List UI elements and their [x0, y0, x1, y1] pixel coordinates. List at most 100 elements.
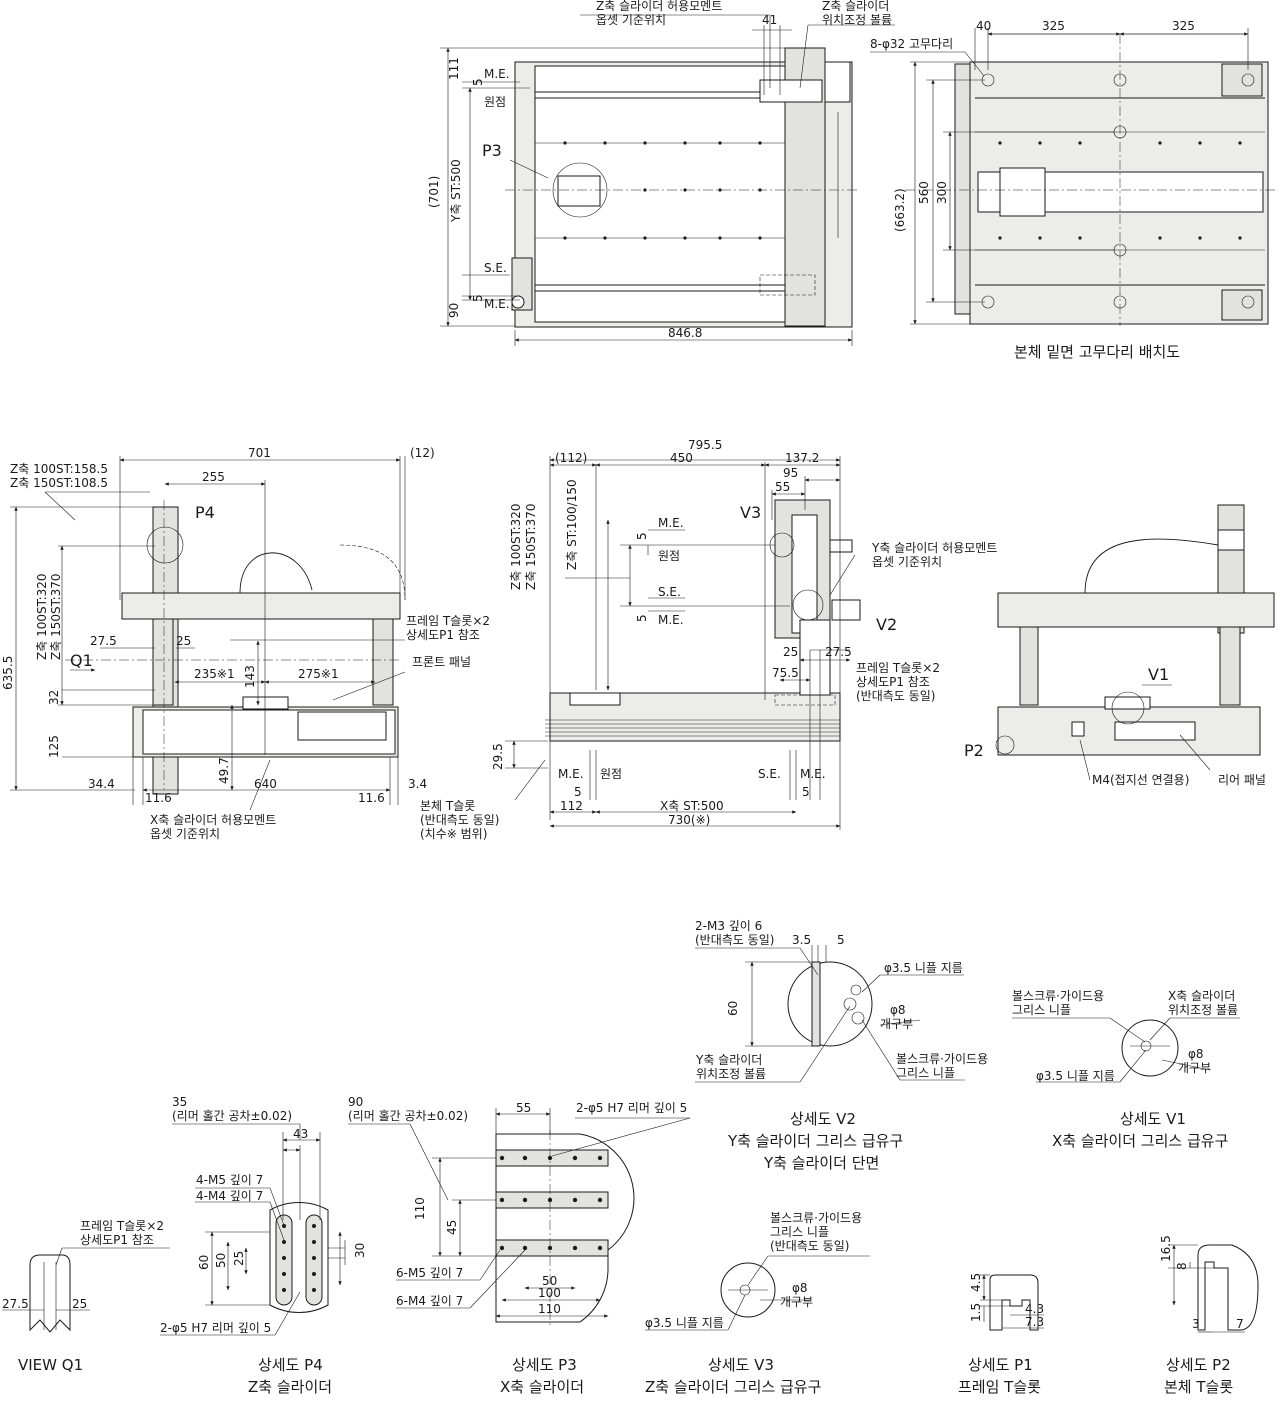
v2-caption-2: Y축 슬라이더 그리스 급유구 [727, 1132, 903, 1150]
dim-7955: 795.5 [688, 438, 722, 452]
dim-25: 25 [176, 634, 191, 648]
se-label: S.E. [484, 261, 507, 275]
zst-370-mid: Z축 150ST:370 [524, 503, 538, 590]
p4-dim-35: 35 [172, 1095, 187, 1109]
mid-frame-tslot-3: (반대측도 동일) [856, 689, 935, 703]
dim-755: 75.5 [772, 666, 799, 680]
v1-marker: V1 [1148, 665, 1169, 684]
p3-dim-45: 45 [445, 1220, 459, 1235]
dim-55: 55 [775, 480, 790, 494]
v1-grease-1: 볼스크류·가이드용 [1012, 989, 1104, 1003]
z-adjust-bolt-label-2: 위치조정 볼륨 [822, 13, 892, 27]
v2-adjust-1: Y축 슬라이더 [695, 1053, 762, 1067]
dim-5a: 5 [471, 78, 485, 86]
dim-701: (701) [427, 176, 441, 208]
p3-tol: (리머 홀간 공차±0.02) [348, 1109, 468, 1123]
y-st-label: Y축 ST:500 [449, 159, 463, 223]
v2-adjust-2: 위치조정 볼륨 [696, 1067, 766, 1081]
z100-label: Z축 100ST:158.5 [10, 462, 108, 476]
dim-32: 32 [47, 690, 61, 705]
top-view-holes [563, 141, 762, 240]
q1-caption: VIEW Q1 [18, 1356, 83, 1374]
v1-adjust-1: X축 슬라이더 [1168, 989, 1235, 1003]
dim-450: 450 [670, 451, 693, 465]
mid-base-fins [545, 719, 840, 737]
me-bl: M.E. [558, 767, 584, 781]
v1-detail-circle [1111, 691, 1145, 725]
p3-detail-circle [552, 162, 608, 218]
me-bottom-label: M.E. [484, 297, 510, 311]
p4-dim-30: 30 [353, 1243, 367, 1258]
p2-marker: P2 [964, 741, 984, 760]
dim-295: 29.5 [491, 743, 505, 770]
p3-reamer: 2-φ5 H7 리머 깊이 5 [576, 1101, 687, 1115]
detail-p4: 35 (리머 홀간 공차±0.02) 43 4-M5 깊이 7 4-M4 깊이 … [160, 1095, 367, 1396]
p1-dim-73: 7.3 [1025, 1315, 1044, 1329]
dim-34: 3.4 [408, 777, 427, 791]
dim-112b: 112 [560, 799, 583, 813]
dim-640: 640 [254, 777, 277, 791]
dim-635: 635.5 [1, 656, 15, 690]
p3-dim-50: 50 [542, 1274, 557, 1288]
bottom-view: 40 325 325 8-φ32 고무다리 (663.2) 560 300 본체… [870, 19, 1276, 361]
p3-dim-110v: 110 [413, 1197, 427, 1220]
frame-tslot-label-1: 프레임 T슬롯×2 [406, 614, 490, 628]
p3-marker: P3 [482, 141, 502, 160]
q1-dim-275: 27.5 [2, 1297, 29, 1311]
dim-730: 730(※) [668, 813, 710, 827]
p4-marker: P4 [195, 503, 215, 522]
rear-panel-label: 리어 패널 [1218, 773, 1266, 787]
dim-275b: 275※1 [298, 667, 339, 681]
rubber-feet-label: 8-φ32 고무다리 [870, 37, 953, 51]
detail-v1: 볼스크류·가이드용 그리스 니플 X축 슬라이더 위치조정 볼륨 φ8 개구부 … [1012, 989, 1240, 1150]
dim-325b: 325 [1172, 19, 1195, 33]
v2-caption-1: 상세도 V2 [790, 1110, 856, 1128]
origin-label: 원점 [484, 95, 506, 109]
dim-5b-mid: 5 [635, 614, 649, 622]
v2-nipple: φ3.5 니플 지름 [884, 961, 963, 975]
v2-dim-5: 5 [837, 933, 845, 947]
v3-phi8: φ8 [792, 1281, 808, 1295]
rear-panel [1114, 721, 1196, 741]
front-panel-label: 프론트 패널 [412, 655, 471, 669]
x-moment-ref-label-2: 옵셋 기준위치 [150, 827, 220, 841]
p1-dim-43: 4.3 [1025, 1302, 1044, 1316]
p4-holes [282, 1224, 316, 1292]
m4-label: M4(접지선 연결용) [1092, 773, 1189, 787]
view-q1: 프레임 T슬롯×2 상세도P1 참조 27.5 25 VIEW Q1 [2, 1219, 170, 1374]
v2-grease-2: 그리스 니플 [896, 1066, 955, 1080]
dim-275a: 27.5 [90, 634, 117, 648]
dim-300: 300 [935, 181, 949, 204]
body-tslot-2: (반대측도 동일) [420, 813, 499, 827]
z-adjust-bolt-label-1: Z축 슬라이더 [822, 0, 889, 13]
p3-m4: 6-M4 깊이 7 [396, 1294, 463, 1308]
p3-dim-110h: 110 [538, 1302, 561, 1316]
detail-p1: 4.5 1.5 4.3 7.3 상세도 P1 프레임 T슬롯 [958, 1273, 1044, 1396]
q1-frame-2: 상세도P1 참조 [80, 1233, 154, 1247]
v1-nipple: φ3.5 니플 지름 [1036, 1069, 1115, 1083]
v2-marker: V2 [876, 615, 897, 634]
p4-caption-1: 상세도 P4 [258, 1356, 323, 1374]
zst-370-label: Z축 150ST:370 [49, 573, 63, 660]
dim-25-mid: 25 [783, 645, 798, 659]
p3-caption-1: 상세도 P3 [512, 1356, 577, 1374]
p4-caption-2: Z축 슬라이더 [248, 1378, 332, 1396]
p3-caption-2: X축 슬라이더 [500, 1378, 584, 1396]
dim-12: (12) [410, 446, 435, 460]
me-top-label: M.E. [484, 67, 510, 81]
p4-dim-43: 43 [293, 1127, 308, 1141]
p4-tol: (리머 홀간 공차±0.02) [172, 1109, 292, 1123]
frame-tslot-label-2: 상세도P1 참조 [406, 628, 480, 642]
dim-111: 111 [447, 57, 461, 80]
z-moment-ref-label-2: 옵셋 기준위치 [596, 13, 666, 27]
zst-320-mid: Z축 100ST:320 [509, 503, 523, 590]
v1-caption-1: 상세도 V1 [1120, 1110, 1186, 1128]
p4-reamer: 2-φ5 H7 리머 깊이 5 [160, 1321, 271, 1335]
detail-v3: 볼스크류·가이드용 그리스 니플 (반대측도 동일) φ8 개구부 φ3.5 니… [645, 1211, 870, 1396]
q1-frame-1: 프레임 T슬롯×2 [80, 1219, 164, 1233]
p2-detail-circle [995, 735, 1015, 755]
dim-40: 40 [976, 19, 991, 33]
x-st-label: X축 ST:500 [660, 799, 724, 813]
bottom-view-holes [998, 141, 1242, 240]
